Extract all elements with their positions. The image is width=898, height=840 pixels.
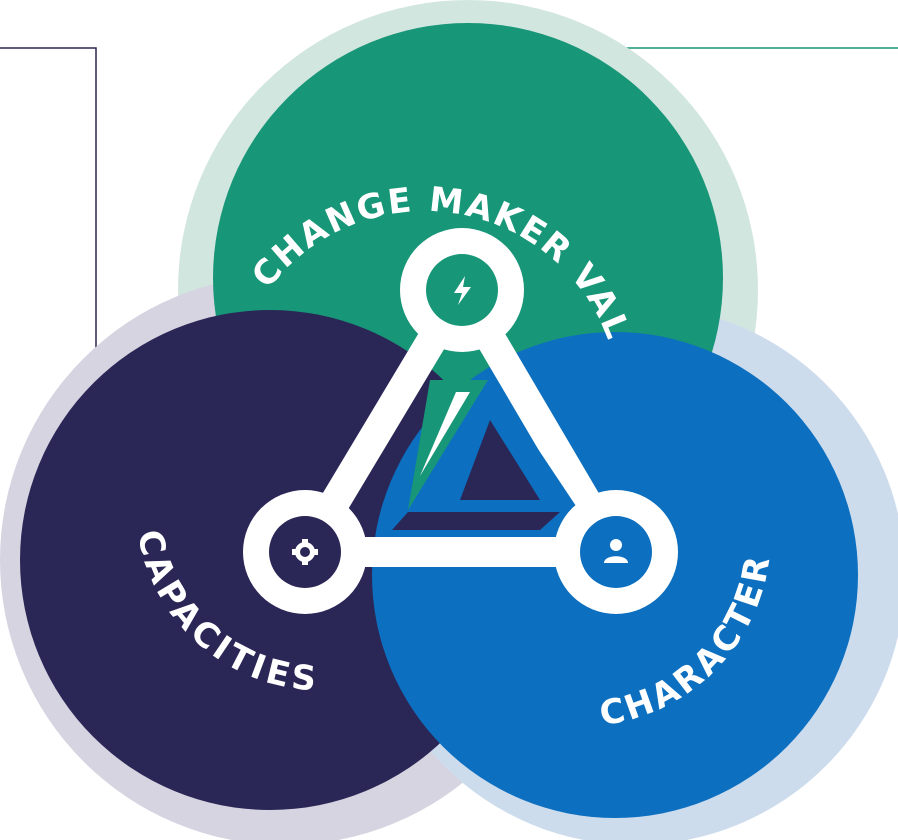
character-node (554, 490, 678, 614)
values-node (400, 228, 524, 352)
connector-triangle (290, 275, 631, 567)
person-icon (604, 539, 628, 563)
bolt-icon (454, 276, 471, 305)
gear-icon (292, 539, 318, 565)
frame-line-left (0, 47, 97, 418)
capacities-node (243, 490, 367, 614)
